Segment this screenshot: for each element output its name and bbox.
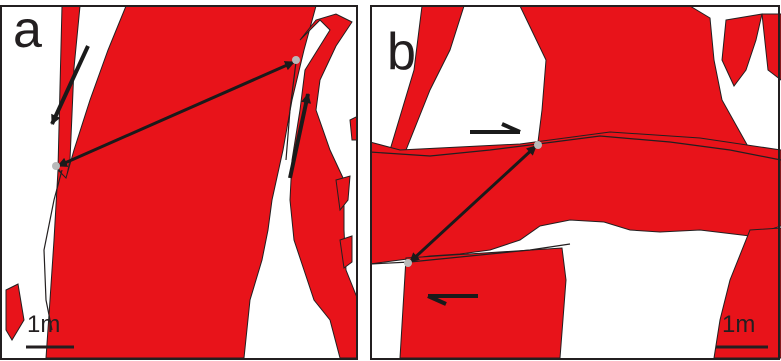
panel-label: b (387, 26, 416, 78)
scale-label: 1m (27, 313, 60, 337)
piercing-point (52, 162, 60, 170)
panel-b-drawing (370, 0, 781, 361)
panel-label: a (13, 4, 42, 56)
scale-label: 1m (722, 313, 755, 337)
panel-a-drawing (0, 0, 358, 361)
horizontal-vein (370, 132, 781, 264)
piercing-point (404, 259, 412, 267)
lower-vein (400, 248, 566, 358)
fragment (6, 284, 24, 340)
panel-b: b 1m (370, 0, 781, 361)
main-vein (520, 6, 750, 150)
main-vein (46, 6, 316, 358)
piercing-point (534, 141, 542, 149)
fragment (722, 14, 762, 86)
lower-right-vein (714, 228, 781, 358)
piercing-point (292, 56, 300, 64)
panel-a: a 1m (0, 0, 358, 361)
